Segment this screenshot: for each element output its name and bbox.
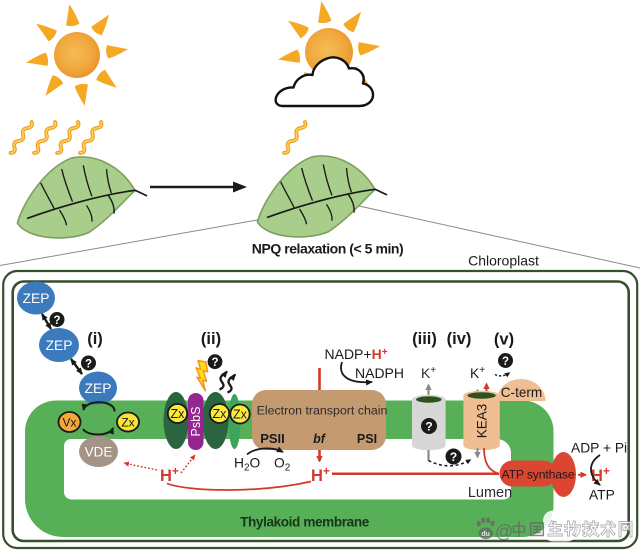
svg-text:O2: O2 xyxy=(274,456,291,474)
svg-text:Electron transport chain: Electron transport chain xyxy=(257,404,388,418)
svg-text:Zx: Zx xyxy=(121,416,134,430)
svg-text:(i): (i) xyxy=(87,330,103,348)
svg-text:ATP synthase: ATP synthase xyxy=(502,467,575,481)
svg-text:ATP: ATP xyxy=(589,488,615,503)
svg-text:H+: H+ xyxy=(160,464,179,485)
svg-text:PSII: PSII xyxy=(260,431,285,446)
svg-text:PSI: PSI xyxy=(357,432,377,446)
svg-text:du: du xyxy=(481,531,490,538)
svg-text:(iv): (iv) xyxy=(447,330,472,348)
svg-text:Zx: Zx xyxy=(171,407,186,421)
svg-text:?: ? xyxy=(450,450,457,464)
svg-text:Vx: Vx xyxy=(62,416,76,430)
svg-text:?: ? xyxy=(85,359,92,371)
svg-text:VDE: VDE xyxy=(85,445,113,460)
svg-text:ZEP: ZEP xyxy=(46,338,73,353)
svg-text:?: ? xyxy=(53,315,60,327)
svg-text:?: ? xyxy=(211,357,218,369)
svg-text:?: ? xyxy=(502,356,509,368)
svg-text:Zx: Zx xyxy=(233,408,248,422)
svg-text:(v): (v) xyxy=(494,331,514,349)
svg-text:H+: H+ xyxy=(591,464,610,485)
svg-text:NPQ relaxation (< 5 min): NPQ relaxation (< 5 min) xyxy=(252,241,403,257)
svg-text:PsbS: PsbS xyxy=(189,407,203,437)
svg-text:C-term: C-term xyxy=(501,385,543,400)
svg-text:H+: H+ xyxy=(311,464,330,485)
svg-text:(ii): (ii) xyxy=(201,330,221,348)
svg-text:H2O: H2O xyxy=(234,456,261,474)
svg-text:KEA3: KEA3 xyxy=(475,404,490,439)
svg-text:Zx: Zx xyxy=(213,407,228,421)
svg-text:NADPH: NADPH xyxy=(355,365,404,381)
svg-text:?: ? xyxy=(425,420,432,434)
svg-text:@: @ xyxy=(495,522,513,542)
svg-text:NADP+H+: NADP+H+ xyxy=(325,346,388,362)
svg-text:Chloroplast: Chloroplast xyxy=(468,253,539,269)
svg-text:Lumen: Lumen xyxy=(468,485,512,501)
svg-text:ADP + Pi: ADP + Pi xyxy=(571,441,627,456)
svg-text:(iii): (iii) xyxy=(412,330,437,348)
svg-text:bf: bf xyxy=(313,432,327,446)
svg-text:ZEP: ZEP xyxy=(85,381,112,396)
svg-text:Thylakoid membrane: Thylakoid membrane xyxy=(240,515,370,530)
svg-text:ZEP: ZEP xyxy=(23,291,50,306)
svg-text:K+: K+ xyxy=(421,365,436,381)
svg-text:K+: K+ xyxy=(470,365,485,381)
